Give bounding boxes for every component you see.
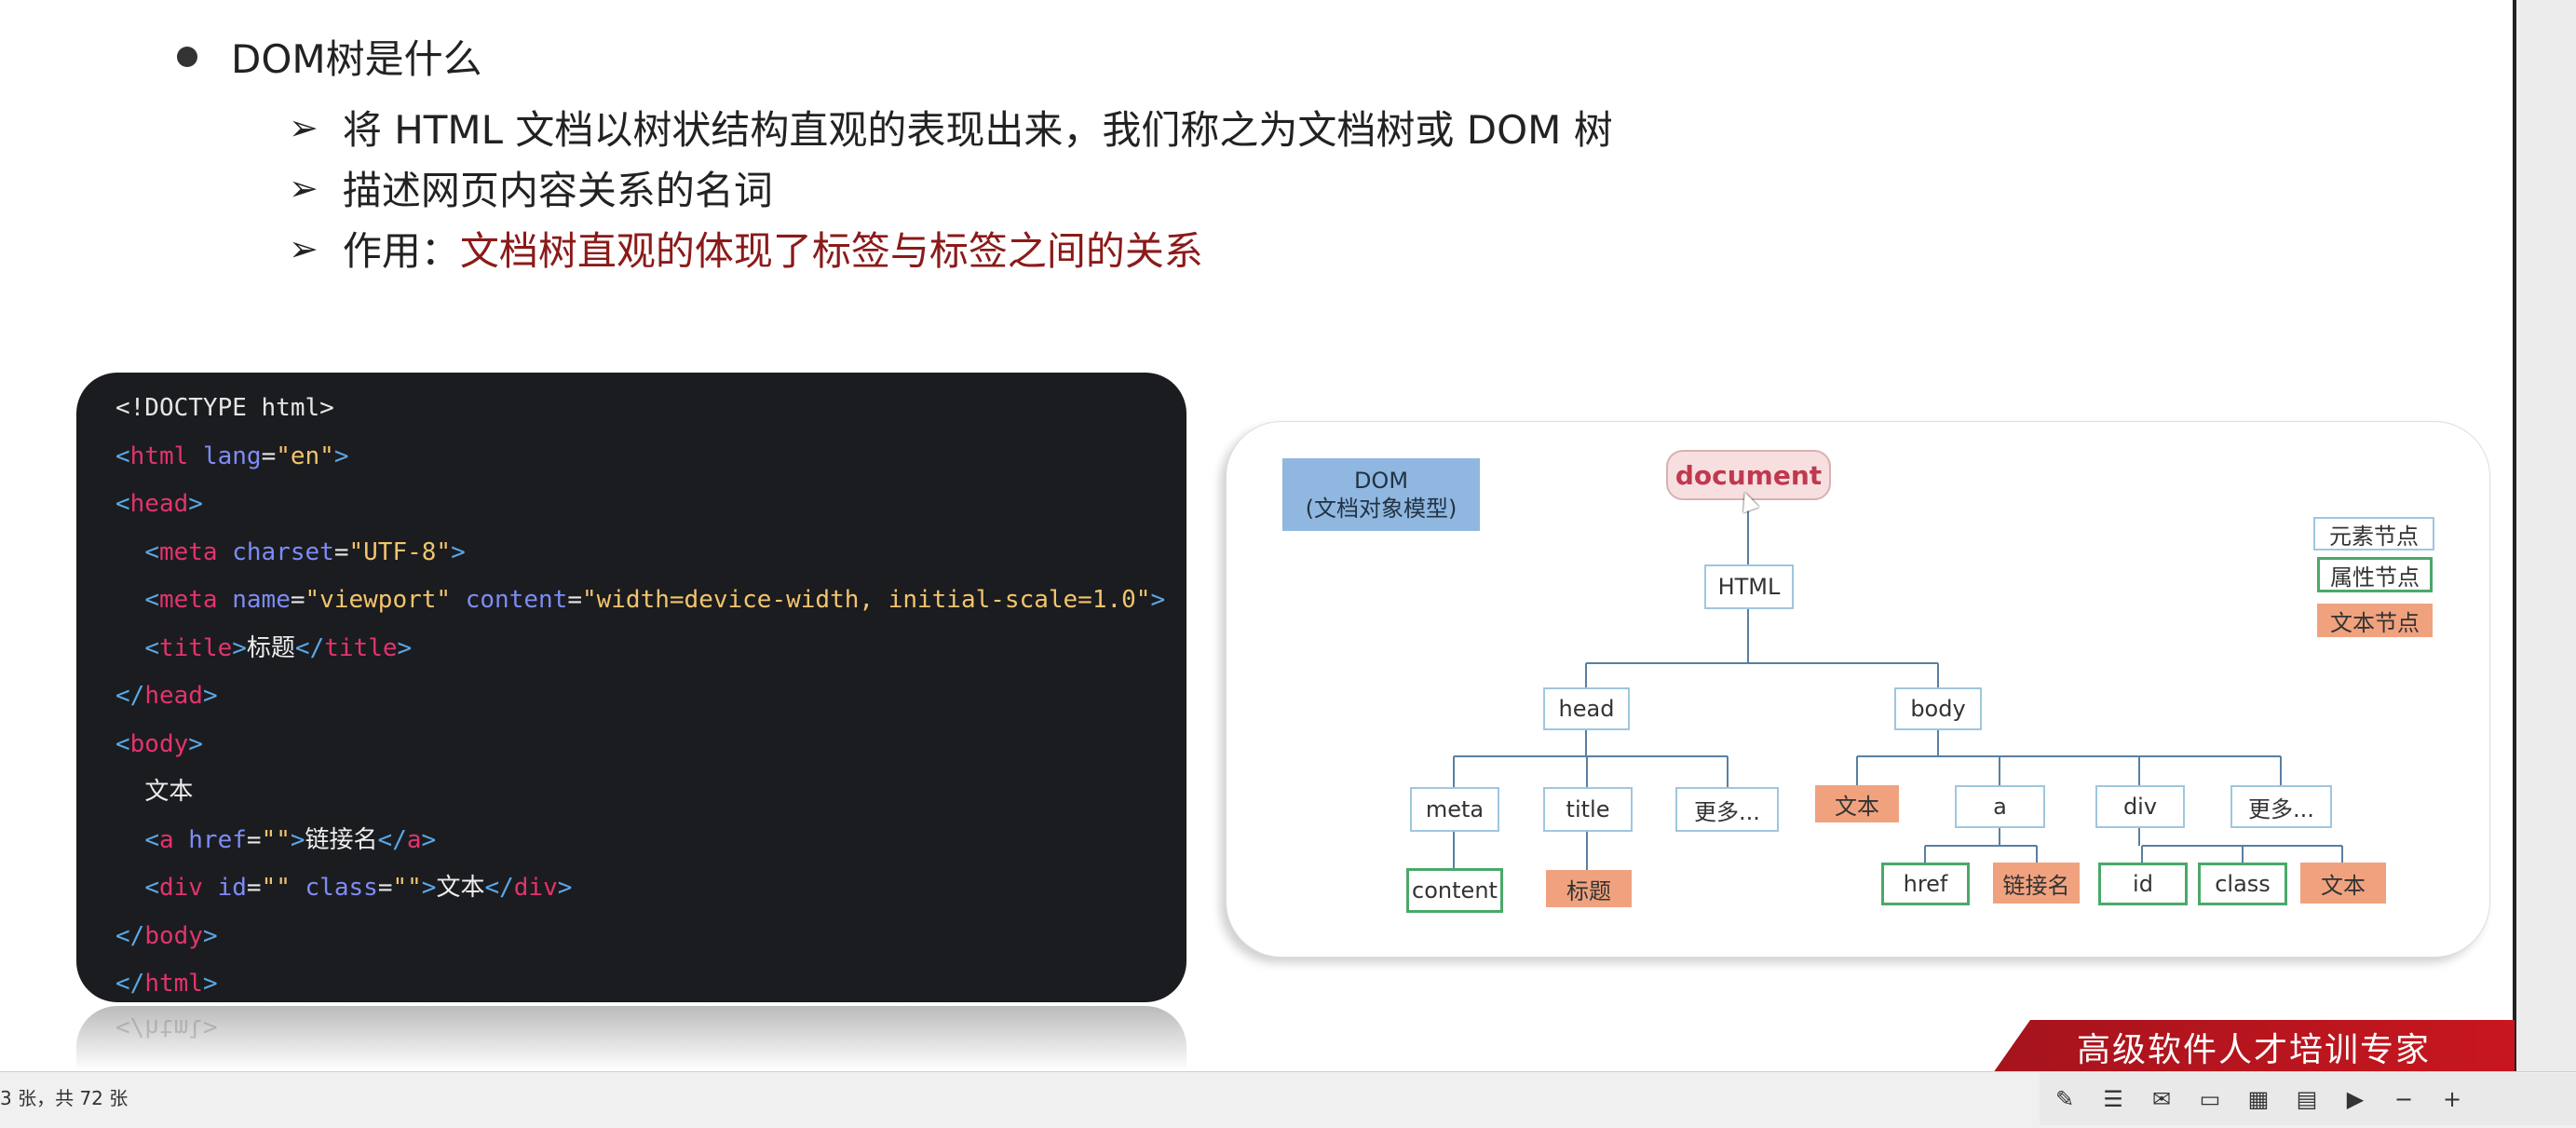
slideshow-icon[interactable]: ▶ (2346, 1086, 2365, 1112)
code-title-text: 标题 (246, 633, 295, 662)
sub-bullet-2: ➢ 描述网页内容关系的名词 (289, 159, 773, 216)
dom-label-subtitle: (文档对象模型) (1305, 496, 1457, 522)
href-attr-node: href (1881, 863, 1970, 905)
body-text-node: 文本 (1815, 785, 1899, 822)
title-text-node: 标题 (1546, 870, 1632, 907)
reading-view-icon[interactable]: ▤ (2296, 1086, 2318, 1112)
brand-banner: 高级软件人才培训专家 (1993, 1020, 2515, 1073)
sub-bullet-text: 描述网页内容关系的名词 (342, 168, 773, 213)
normal-view-icon[interactable]: ▭ (2199, 1086, 2221, 1112)
class-attr-node: class (2198, 863, 2287, 905)
bullet-dot-icon (177, 46, 197, 67)
legend-element-node: 元素节点 (2313, 517, 2434, 550)
div-text-node: 文本 (2300, 863, 2386, 904)
code-content-value: "width=device-width, initial-scale=1.0" (581, 586, 1151, 614)
arrow-bullet-icon: ➢ (289, 227, 319, 269)
a-node: a (1955, 785, 2045, 828)
html-node: HTML (1704, 564, 1794, 609)
div-node: div (2095, 785, 2185, 828)
head-node: head (1543, 687, 1630, 730)
code-link-text: 链接名 (305, 825, 378, 854)
zoom-in-icon[interactable]: + (2442, 1086, 2462, 1112)
code-lang-value: "en" (276, 442, 334, 470)
notes-icon[interactable]: ☰ (2103, 1086, 2123, 1112)
side-strip (2515, 0, 2576, 1071)
meta-node: meta (1410, 787, 1499, 832)
code-block: <!DOCTYPE html> <html lang="en"> <head> … (115, 394, 1166, 998)
code-charset-value: "UTF-8" (348, 537, 452, 566)
more-head-node: 更多... (1675, 787, 1779, 832)
legend-attribute-node: 属性节点 (2317, 557, 2433, 592)
arrow-bullet-icon: ➢ (289, 167, 319, 209)
bullet-prefix: 作用： (342, 228, 460, 274)
body-node: body (1894, 687, 1982, 730)
document-node: document (1666, 450, 1831, 500)
code-doctype: <!DOCTYPE html> (115, 394, 334, 422)
zoom-out-icon[interactable]: − (2393, 1086, 2414, 1112)
legend-text-node: 文本节点 (2317, 604, 2433, 637)
sub-bullet-3: ➢ 作用：文档树直观的体现了标签与标签之间的关系 (289, 220, 1203, 277)
pen-tool-icon[interactable]: ✎ (2054, 1086, 2075, 1112)
bullet-highlight: 文档树直观的体现了标签与标签之间的关系 (459, 228, 1203, 274)
dom-label-box: DOM (文档对象模型) (1282, 458, 1480, 531)
more-body-node: 更多... (2230, 785, 2332, 828)
code-name-value: "viewport" (305, 586, 452, 614)
comment-icon[interactable]: ✉ (2151, 1086, 2172, 1112)
title-node: title (1543, 787, 1633, 832)
slide-counter: 3 张，共 72 张 (0, 1087, 129, 1109)
id-attr-node: id (2098, 863, 2188, 905)
sub-bullet-1: ➢ 将 HTML 文档以树状结构直观的表现出来，我们称之为文档树或 DOM 树 (289, 99, 1613, 156)
arrow-bullet-icon: ➢ (289, 106, 319, 148)
slide-sorter-icon[interactable]: ▦ (2247, 1086, 2270, 1112)
status-toolbar: ✎ ☰ ✉ ▭ ▦ ▤ ▶ − + (2040, 1073, 2576, 1125)
dom-label-title: DOM (1353, 468, 1409, 494)
slide-heading: DOM树是什么 (231, 36, 482, 82)
sub-bullet-text: 作用：文档树直观的体现了标签与标签之间的关系 (343, 220, 1203, 277)
link-text-node: 链接名 (1993, 863, 2080, 904)
code-body-text: 文本 (144, 778, 194, 806)
code-reflection (76, 1006, 1186, 1071)
code-div-text: 文本 (436, 874, 485, 902)
code-panel (76, 373, 1186, 1002)
sub-bullet-text: 将 HTML 文档以树状结构直观的表现出来，我们称之为文档树或 DOM 树 (342, 107, 1613, 153)
slide-edge (2513, 0, 2516, 1071)
main-bullet: DOM树是什么 (177, 28, 482, 85)
content-attr-node: content (1406, 868, 1503, 913)
